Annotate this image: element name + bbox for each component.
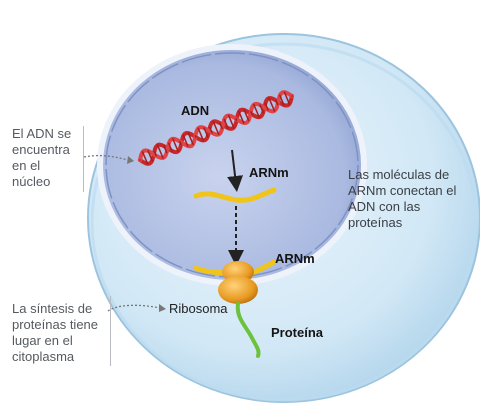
dna-rung [182,134,189,147]
mrna-strand-nucleus [193,187,277,203]
dna-rung [268,97,276,112]
ribosome-shape [218,261,258,304]
mrna-label-nucleus: ARNm [249,165,289,180]
protein-chain [235,302,261,358]
dna-rung [168,142,173,152]
dna-rung [264,102,269,111]
mrna-note: Las moléculas de ARNm conectan el ADN co… [348,167,457,230]
dna-rung [172,138,179,153]
dna-rung [197,127,205,142]
dna-rung [259,104,264,114]
transcription-arrow [227,149,244,192]
dna-rung [153,150,157,157]
dna-rung [156,144,164,159]
ribosome-label: Ribosoma [169,301,228,316]
mrna-label-ribosome: ARNm [275,251,315,266]
dna-rung [203,127,209,138]
dna-helix [138,90,294,166]
dna-rung [275,99,279,106]
protein-label: Proteína [271,325,324,340]
cytoplasm-note: La síntesis de proteínas tiene lugar en … [12,301,99,364]
dna-rung [235,118,238,121]
dna-rung [243,109,250,122]
dna-rung [147,150,153,162]
dna-rung [212,120,220,136]
dna-rung [279,94,285,106]
dna-rung [179,140,182,146]
dna-rung [283,91,291,105]
cytoplasm-note-bracket [110,296,111,366]
dna-rung [238,110,245,124]
dna-rung [141,151,149,165]
dna-rung [194,135,197,138]
dna-rung [223,118,229,129]
dna-rung [253,103,260,118]
dna-rung [163,145,168,154]
dna-rung [227,114,235,129]
nucleus-note: El ADN se encuentra en el núcleo [12,126,72,189]
dna-label: ADN [181,103,210,118]
dna-rung [250,110,253,116]
nucleus [97,44,367,286]
nucleus-pointer [83,154,129,161]
dna-rung [187,132,194,146]
dna-rung [209,126,213,134]
dna-rung [219,122,223,130]
cell-rim [90,42,478,402]
nucleus-note-bracket [83,126,84,192]
